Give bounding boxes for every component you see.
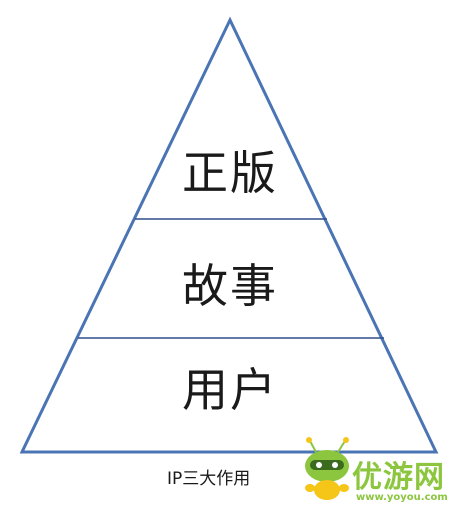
mascot-icon: [305, 437, 349, 500]
diagram-caption: IP三大作用: [167, 469, 250, 489]
level-label-middle: 故事: [182, 259, 278, 313]
level-label-top: 正版: [182, 146, 278, 200]
pyramid-outline: [19, 16, 439, 454]
watermark-url: www.yoyou.com: [356, 492, 448, 503]
watermark-logo: 优游网 www.yoyou.com: [305, 437, 448, 503]
level-label-bottom: 用户: [182, 363, 278, 417]
watermark-brand: 优游网: [352, 460, 445, 495]
